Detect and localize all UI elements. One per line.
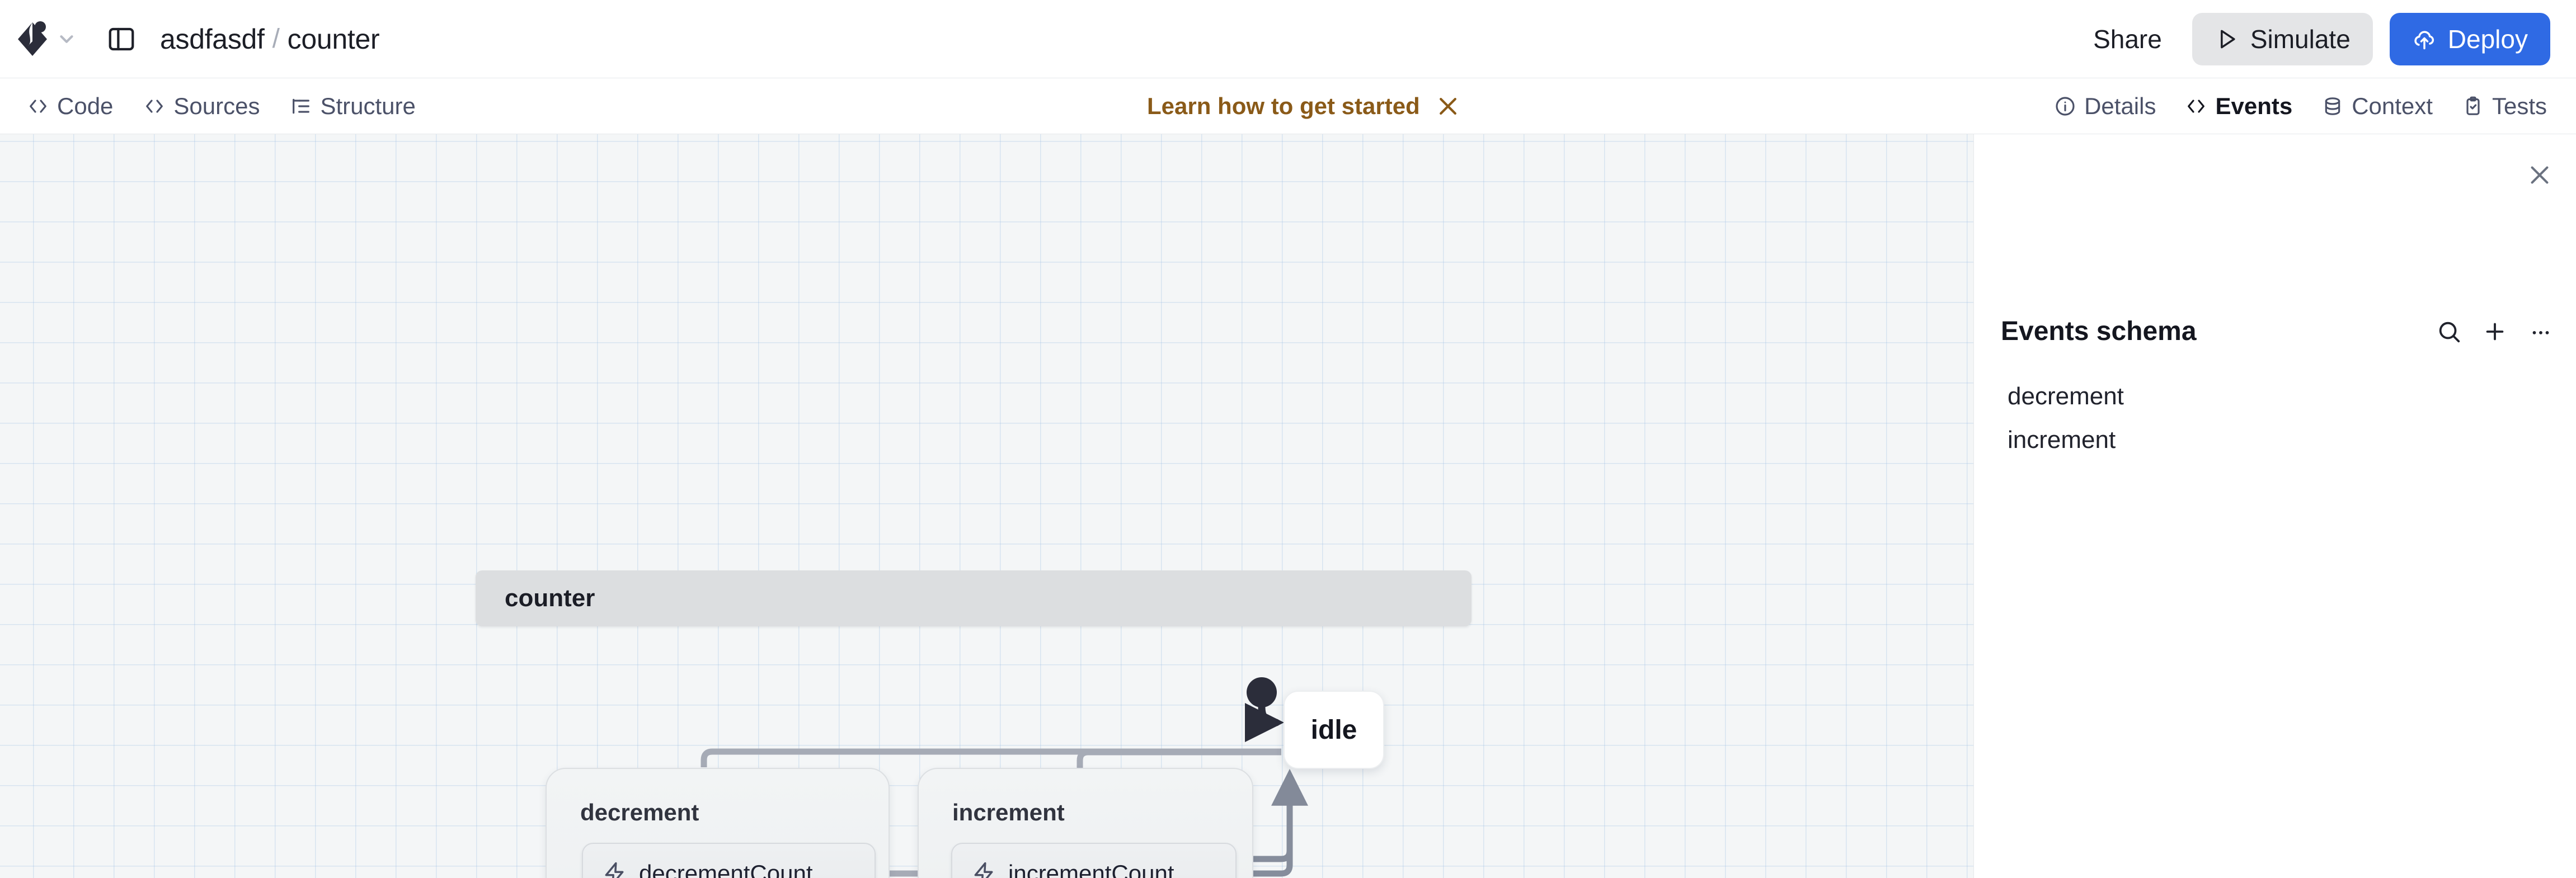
chevron-down-icon: [60, 35, 73, 43]
top-bar: asdfasdf / counter Share Simulate Deploy: [0, 0, 2576, 78]
initial-transition-arrow: [1244, 702, 1285, 743]
app-logo[interactable]: [16, 19, 77, 59]
tab-code[interactable]: Code: [15, 85, 125, 128]
list-item[interactable]: decrement: [2008, 383, 2124, 410]
deploy-label: Deploy: [2447, 24, 2528, 54]
ellipsis-icon[interactable]: [2528, 319, 2554, 344]
panel-title: Events schema: [2001, 317, 2197, 346]
code-brackets-icon: [2188, 99, 2205, 113]
group-label-increment: increment: [952, 799, 1065, 825]
breadcrumb-machine[interactable]: counter: [287, 23, 380, 55]
share-button[interactable]: Share: [2080, 15, 2175, 63]
tab-details[interactable]: Details: [2042, 85, 2168, 128]
cloud-upload-icon: [2414, 30, 2434, 49]
left-tab-group: Code Sources Structure: [15, 85, 428, 128]
play-icon: [2220, 30, 2235, 48]
simulate-label: Simulate: [2250, 24, 2351, 54]
transition-edges-layer: [701, 677, 1308, 877]
clipboard-check-icon: [2466, 96, 2480, 115]
zap-icon: [605, 862, 624, 878]
stately-logo-icon: [18, 21, 47, 56]
tab-bar: Code Sources Structure Learn how to get …: [0, 78, 2576, 134]
zap-icon: [974, 862, 993, 878]
state-label: idle: [1310, 715, 1357, 745]
tab-events[interactable]: Events: [2173, 85, 2305, 128]
state-machine-canvas[interactable]: counter decrement decrementCount New act…: [0, 134, 1973, 878]
code-brackets-icon: [146, 99, 163, 113]
tab-context-label: Context: [2352, 92, 2433, 119]
list-item[interactable]: increment: [2008, 426, 2116, 454]
machine-header[interactable]: counter: [476, 570, 1472, 626]
sidebar-toggle-button[interactable]: [104, 22, 139, 56]
tab-details-label: Details: [2084, 92, 2156, 119]
topbar-actions: Share Simulate Deploy: [2080, 12, 2550, 65]
tab-structure-label: Structure: [320, 92, 416, 119]
tab-sources[interactable]: Sources: [131, 85, 272, 128]
events-schema-list: decrement increment: [2001, 375, 2554, 462]
breadcrumb: asdfasdf / counter: [160, 23, 380, 55]
tree-structure-icon: [293, 98, 310, 114]
code-brackets-icon: [30, 99, 46, 113]
close-icon[interactable]: [1436, 94, 1460, 119]
simulate-button[interactable]: Simulate: [2192, 12, 2373, 65]
edge-increment-to-idle: [1077, 749, 1281, 768]
action-chip-incrementCount[interactable]: incrementCount: [951, 843, 1237, 878]
database-icon: [2325, 97, 2340, 115]
breadcrumb-separator: /: [272, 24, 280, 54]
action-chip-decrementCount[interactable]: decrementCount: [582, 843, 876, 878]
tab-tests-label: Tests: [2492, 92, 2547, 119]
right-tab-group: Details Events Context Tests: [2042, 85, 2559, 128]
initial-state-dot: [1247, 677, 1277, 707]
state-node-idle[interactable]: idle: [1284, 691, 1384, 769]
action-label: decrementCount: [639, 860, 813, 878]
tab-tests[interactable]: Tests: [2450, 85, 2559, 128]
machine-name: counter: [505, 584, 595, 612]
tab-structure[interactable]: Structure: [278, 85, 427, 128]
get-started-link[interactable]: Learn how to get started: [1147, 92, 1420, 119]
action-label: incrementCount: [1008, 860, 1174, 878]
group-label-decrement: decrement: [580, 799, 699, 825]
search-icon[interactable]: [2436, 319, 2462, 344]
events-schema-panel: Events schema decrement increment: [1973, 134, 2576, 878]
tab-code-label: Code: [57, 92, 114, 119]
panel-header: Events schema: [2001, 316, 2554, 347]
panel-actions: [2436, 319, 2554, 344]
tab-sources-label: Sources: [173, 92, 260, 119]
tab-events-label: Events: [2215, 92, 2293, 119]
close-icon[interactable]: [2527, 162, 2553, 188]
edge-increment-right-upper-to-idle: [1253, 777, 1293, 862]
tab-context[interactable]: Context: [2309, 85, 2445, 128]
edge-decrement-to-idle: [701, 748, 1281, 767]
get-started-banner: Learn how to get started: [1147, 93, 1460, 120]
panel-left-icon: [109, 27, 134, 50]
deploy-button[interactable]: Deploy: [2389, 12, 2550, 65]
plus-icon[interactable]: [2482, 319, 2508, 344]
info-circle-icon: [2056, 96, 2075, 116]
breadcrumb-project[interactable]: asdfasdf: [160, 23, 265, 55]
